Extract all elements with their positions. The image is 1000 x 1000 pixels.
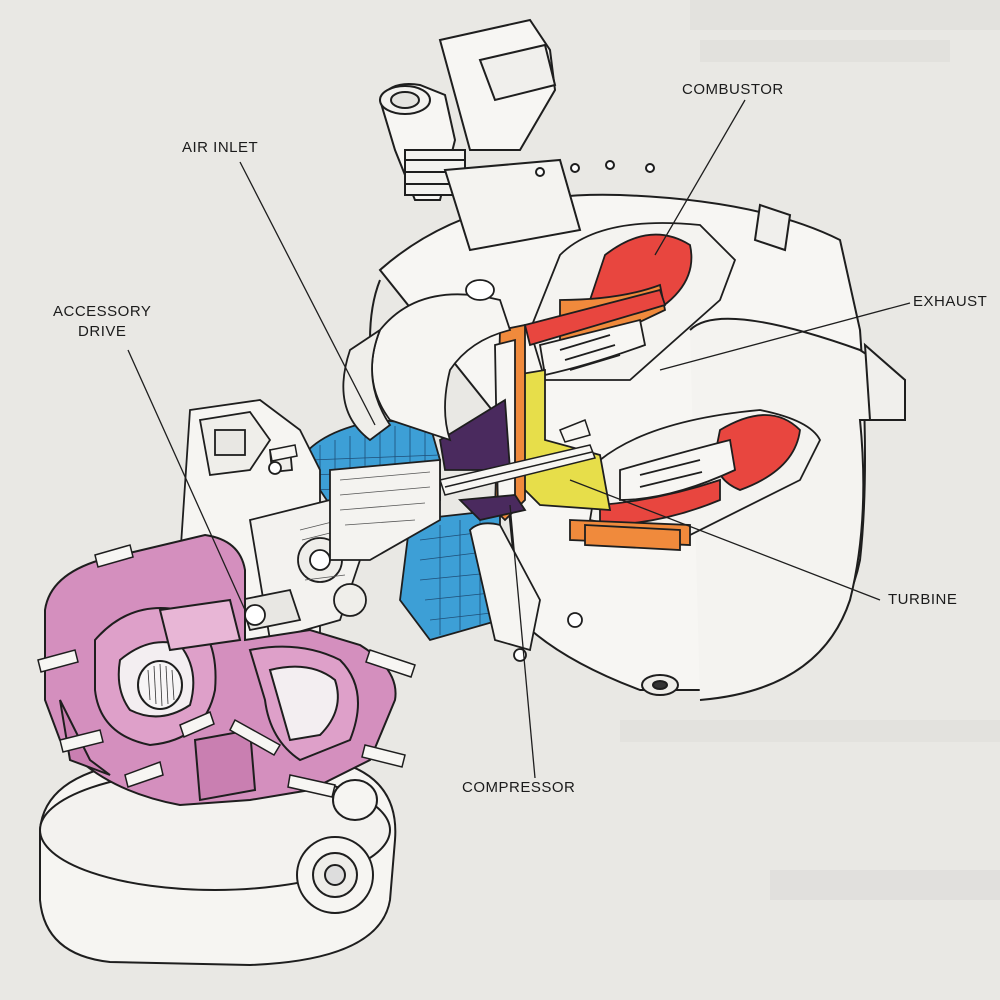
label-accessory-drive-line1: ACCESSORY	[53, 303, 152, 320]
label-combustor: COMBUSTOR	[682, 81, 784, 98]
gearbox-studs	[37, 444, 416, 798]
leader-lines	[127, 99, 911, 779]
label-air-inlet: AIR INLET	[182, 139, 259, 156]
gearbox-casing	[44, 533, 397, 807]
main-shaft	[439, 419, 597, 496]
leader-compressor	[509, 504, 536, 779]
label-compressor: COMPRESSOR	[462, 779, 576, 796]
leader-accessory-drive	[127, 349, 246, 611]
leader-combustor	[654, 99, 746, 256]
label-exhaust: EXHAUST	[913, 293, 988, 310]
label-accessory-drive: ACCESSORY DRIVE	[53, 302, 151, 342]
label-turbine: TURBINE	[888, 591, 958, 608]
label-accessory-drive-line2: DRIVE	[78, 323, 127, 340]
top-fittings	[378, 18, 655, 252]
leader-air-inlet	[239, 161, 376, 426]
background-bleed	[620, 0, 1000, 900]
combustor-upper	[523, 222, 737, 381]
leader-turbine	[569, 479, 881, 601]
leader-exhaust	[659, 302, 911, 371]
